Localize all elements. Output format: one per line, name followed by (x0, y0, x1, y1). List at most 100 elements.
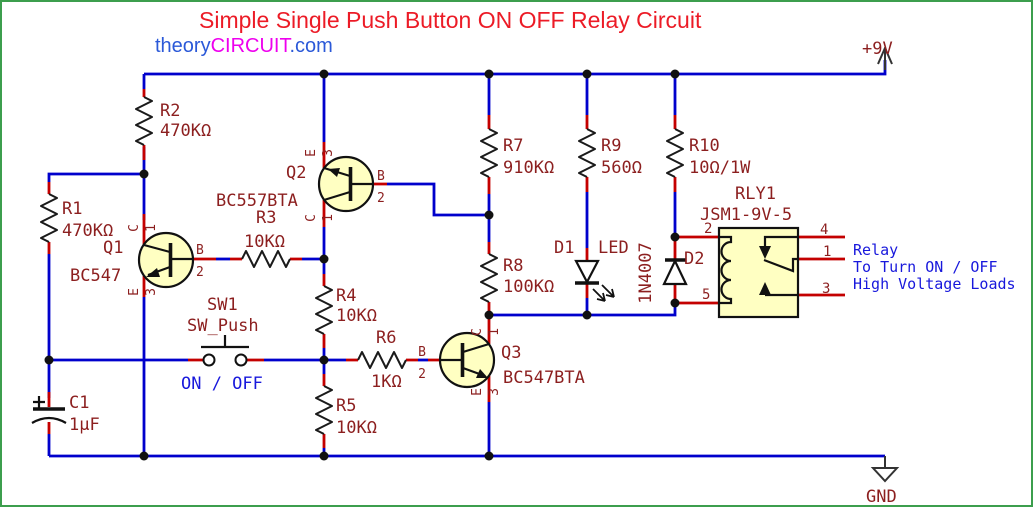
q2-pin-b-label: B (377, 169, 385, 184)
q2-collector-line (323, 190, 351, 202)
junction (319, 254, 329, 264)
r10-ref-label: R10 (689, 136, 720, 156)
resistor-r4: R4 10KΩ (315, 285, 377, 335)
sw1-value-label: SW_Push (187, 316, 259, 336)
capacitor-c1: C1 1µF (31, 393, 100, 435)
junction (582, 310, 592, 320)
resistor-r8: R8 100KΩ (480, 253, 554, 303)
wire (47, 172, 144, 182)
brand-dotcom: .com (289, 35, 333, 57)
push-button-sw1: SW1 SW_Push ON / OFF (181, 295, 263, 394)
q1-pin-2-label: 2 (196, 265, 204, 280)
r2-ref-label: R2 (160, 101, 180, 121)
c1-value-label: 1µF (69, 415, 100, 435)
vcc-symbol: +9V (862, 39, 893, 70)
r2-value-label: 470KΩ (160, 121, 211, 141)
q3-pin-2-label: 2 (418, 367, 426, 382)
r9-value-label: 560Ω (601, 158, 642, 178)
vcc-label: +9V (862, 39, 893, 59)
q2-pin-e-label: E (304, 149, 319, 157)
d2-value-label: 1N4007 (636, 242, 656, 303)
relay-coil-wires (675, 235, 719, 305)
r7-value-label: 910KΩ (503, 158, 554, 178)
r8-ref-label: R8 (503, 256, 523, 276)
r8-value-label: 100KΩ (503, 277, 554, 297)
diode-d2: D2 1N4007 (636, 242, 704, 303)
led-triangle (574, 259, 600, 285)
relay-coil-icon (719, 235, 733, 305)
junction (319, 69, 329, 79)
q1-emitter-arrow (146, 268, 160, 277)
c1-ref-label: C1 (69, 393, 89, 413)
rly1-pin2-label: 2 (704, 221, 712, 237)
junction (484, 210, 494, 220)
transistor-q1: Q1 BC547 C 1 B 2 E 3 (70, 224, 204, 296)
note-line-1: Relay (853, 241, 898, 259)
note-line-2: To Turn ON / OFF (853, 258, 998, 276)
led-emission-arrows-icon (592, 284, 615, 302)
q3-pin-3-label: 3 (487, 388, 502, 396)
pin (322, 142, 387, 227)
switch-contact-right (234, 353, 248, 367)
junction-dots (44, 69, 680, 461)
rly1-value-label: JSM1-9V-5 (700, 205, 792, 225)
relay-rly1: RLY1 JSM1-9V-5 2 5 4 1 3 (700, 184, 831, 319)
q2-pin-3-label: 3 (321, 149, 336, 157)
diode-d1-led: D1 LED (554, 238, 629, 302)
relay-bottom-contact-arrow (759, 282, 771, 295)
relay-armature (763, 257, 798, 273)
r3-ref-label: R3 (256, 208, 276, 228)
q3-value-label: BC547BTA (503, 368, 585, 388)
resistor-body (480, 253, 498, 303)
plus-icon (33, 396, 45, 408)
d1-ref-label: D1 (554, 238, 574, 258)
vcc-arrow-icon (877, 45, 893, 70)
wire-q2-base (387, 182, 489, 217)
junction (139, 169, 149, 179)
resistor-r5: R5 10KΩ (315, 385, 377, 438)
r1-ref-label: R1 (62, 199, 82, 219)
rly1-ref-label: RLY1 (735, 184, 776, 204)
resistor-body (357, 351, 407, 369)
resistor-body (241, 250, 291, 268)
q1-pin-3-label: 3 (144, 288, 159, 296)
resistor-r7: R7 910KΩ (480, 128, 554, 178)
note-line-3: High Voltage Loads (853, 275, 1016, 293)
d2-triangle (662, 258, 688, 286)
cap-plate-bottom (31, 416, 67, 424)
junction (484, 69, 494, 79)
wire-collector-node (489, 303, 677, 317)
r1-value-label: 470KΩ (62, 221, 113, 241)
resistor-r1: R1 470KΩ (40, 193, 113, 243)
r4-value-label: 10KΩ (336, 306, 377, 326)
junction (484, 451, 494, 461)
brand-theory: theory (155, 35, 211, 57)
q1-pin-c-label: C (127, 224, 142, 232)
q2-pin-2-label: 2 (377, 191, 385, 206)
resistor-r3: R3 10KΩ (241, 208, 291, 268)
junction (139, 451, 149, 461)
resistor-body (666, 128, 684, 178)
q3-pin-c-label: C (470, 328, 485, 336)
transistor-q3: Q3 BC547BTA C 1 B 2 E 3 (418, 328, 585, 396)
q1-collector-line (143, 243, 171, 254)
q2-pin-c-label: C (304, 214, 319, 222)
d1-value-label: LED (598, 238, 629, 258)
resistor-r6: R6 1KΩ (357, 328, 407, 392)
switch-contact-left (202, 353, 216, 367)
pin-stubs (47, 89, 845, 448)
junction (582, 69, 592, 79)
rly1-pin4-label: 4 (820, 222, 828, 238)
relay-note: Relay To Turn ON / OFF High Voltage Load… (853, 241, 1016, 293)
q2-value-label: BC557BTA (216, 191, 298, 211)
resistor-body (480, 128, 498, 178)
gnd-symbol: GND (866, 456, 900, 505)
q3-pin-b-label: B (418, 345, 426, 360)
r5-value-label: 10KΩ (336, 418, 377, 438)
q3-emitter-arrow (476, 369, 488, 378)
sw1-caption-label: ON / OFF (181, 374, 263, 394)
rly1-pin3-label: 3 (822, 281, 830, 297)
junction (319, 451, 329, 461)
brand-text: theoryCIRCUIT.com (155, 35, 333, 58)
junction (484, 310, 494, 320)
